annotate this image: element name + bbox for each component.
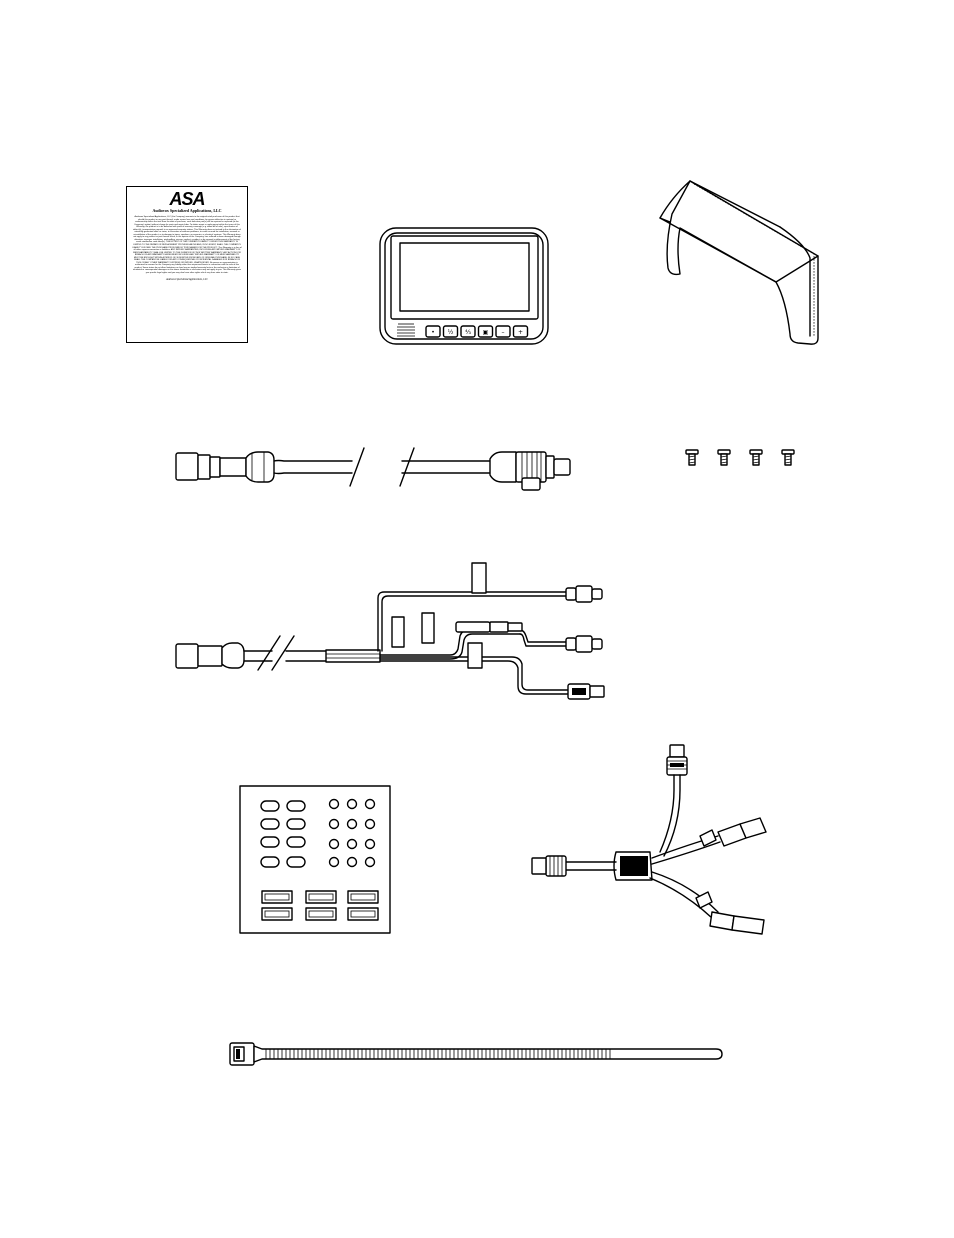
- rect-label: [347, 890, 379, 904]
- screw: [685, 449, 699, 466]
- monitor-button: ½: [442, 325, 459, 338]
- rect-label: [261, 890, 293, 904]
- lcd-monitor: • ½ ⁴⁄₃ ▣ – +: [379, 227, 549, 345]
- asa-logo: ASA: [169, 189, 205, 209]
- monitor-button: •: [425, 325, 441, 338]
- oval-label: [286, 818, 306, 830]
- round-label: [364, 818, 376, 830]
- rect-label: [305, 890, 337, 904]
- oval-label: [260, 836, 280, 848]
- cable-tie: [229, 1042, 723, 1066]
- monitor-button: ⁴⁄₃: [460, 325, 476, 338]
- screw: [749, 449, 763, 466]
- monitor-button-label: –: [502, 329, 505, 336]
- monitor-button: +: [512, 325, 529, 338]
- round-label: [364, 838, 376, 850]
- monitor-button-label: •: [431, 329, 435, 336]
- round-label: [328, 798, 340, 810]
- warranty-text: Audiovox Specialized Applications, LLC (…: [132, 216, 242, 275]
- warranty-card: ASA Audiovox Specialized Applications, L…: [126, 186, 248, 343]
- monitor-button-label: ▣: [483, 329, 489, 336]
- monitor-buttons: • ½ ⁴⁄₃ ▣ – +: [425, 325, 529, 338]
- round-label: [346, 798, 358, 810]
- rect-label: [347, 907, 379, 921]
- oval-label: [260, 856, 280, 868]
- logo-subtitle: Audiovox Specialized Applications, LLC: [152, 208, 222, 213]
- oval-label: [286, 800, 306, 812]
- speaker-grille: [397, 323, 415, 340]
- label-pads: [260, 798, 379, 921]
- extension-cable: [175, 447, 571, 491]
- oval-label: [286, 856, 306, 868]
- round-label: [328, 838, 340, 850]
- rect-label: [261, 907, 293, 921]
- screw: [781, 449, 795, 466]
- cable-tie-ribs: [265, 1049, 611, 1059]
- oval-label: [286, 836, 306, 848]
- power-harness: [175, 562, 605, 700]
- oval-label: [260, 818, 280, 830]
- monitor-button-label: ½: [448, 329, 454, 336]
- y-adapter-cable: [531, 744, 767, 935]
- monitor-button-label: ⁴⁄₃: [465, 329, 471, 336]
- label-sheet: [239, 785, 391, 934]
- round-label: [346, 856, 358, 868]
- screw: [717, 449, 731, 466]
- round-label: [364, 856, 376, 868]
- monitor-button: –: [495, 325, 511, 338]
- round-label: [328, 818, 340, 830]
- monitor-button-label: +: [518, 329, 523, 336]
- round-label: [364, 798, 376, 810]
- sun-shade: [659, 180, 819, 345]
- oval-label: [260, 800, 280, 812]
- mounting-screws: [685, 449, 795, 466]
- rect-label: [305, 907, 337, 921]
- monitor-button: ▣: [477, 325, 494, 338]
- warranty-footer: Audiovox Specialized Applications, LLC: [166, 277, 208, 281]
- round-label: [346, 838, 358, 850]
- round-label: [328, 856, 340, 868]
- round-label: [346, 818, 358, 830]
